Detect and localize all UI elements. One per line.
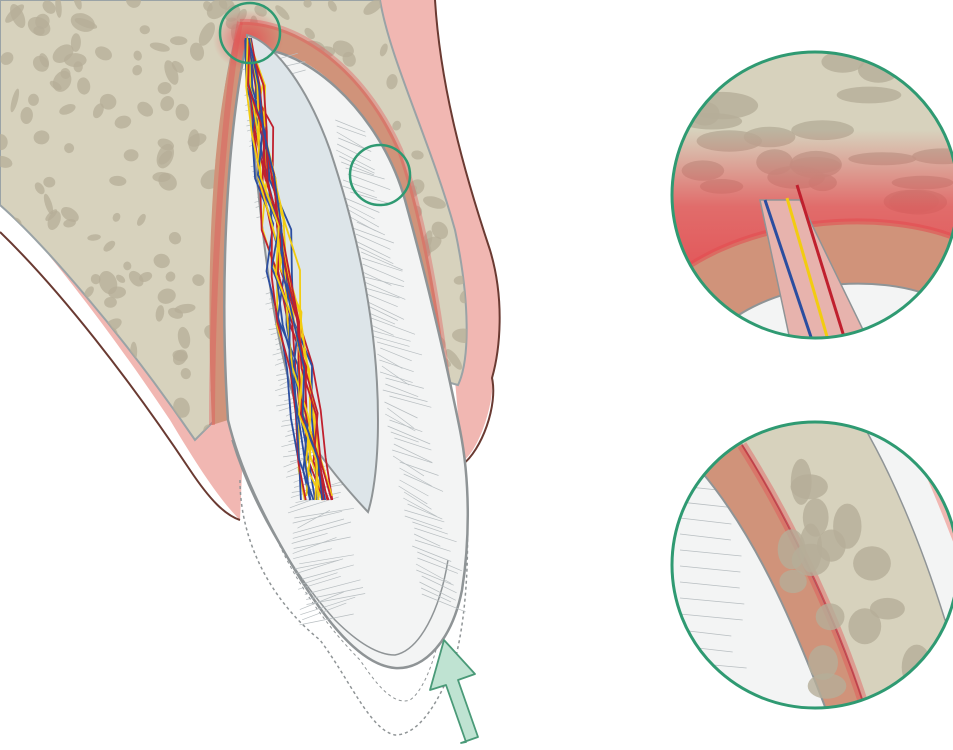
- force-arrow-icon: [430, 640, 478, 743]
- apex-zoom-inset: [650, 50, 953, 340]
- ligament-zoom-inset: [670, 420, 953, 720]
